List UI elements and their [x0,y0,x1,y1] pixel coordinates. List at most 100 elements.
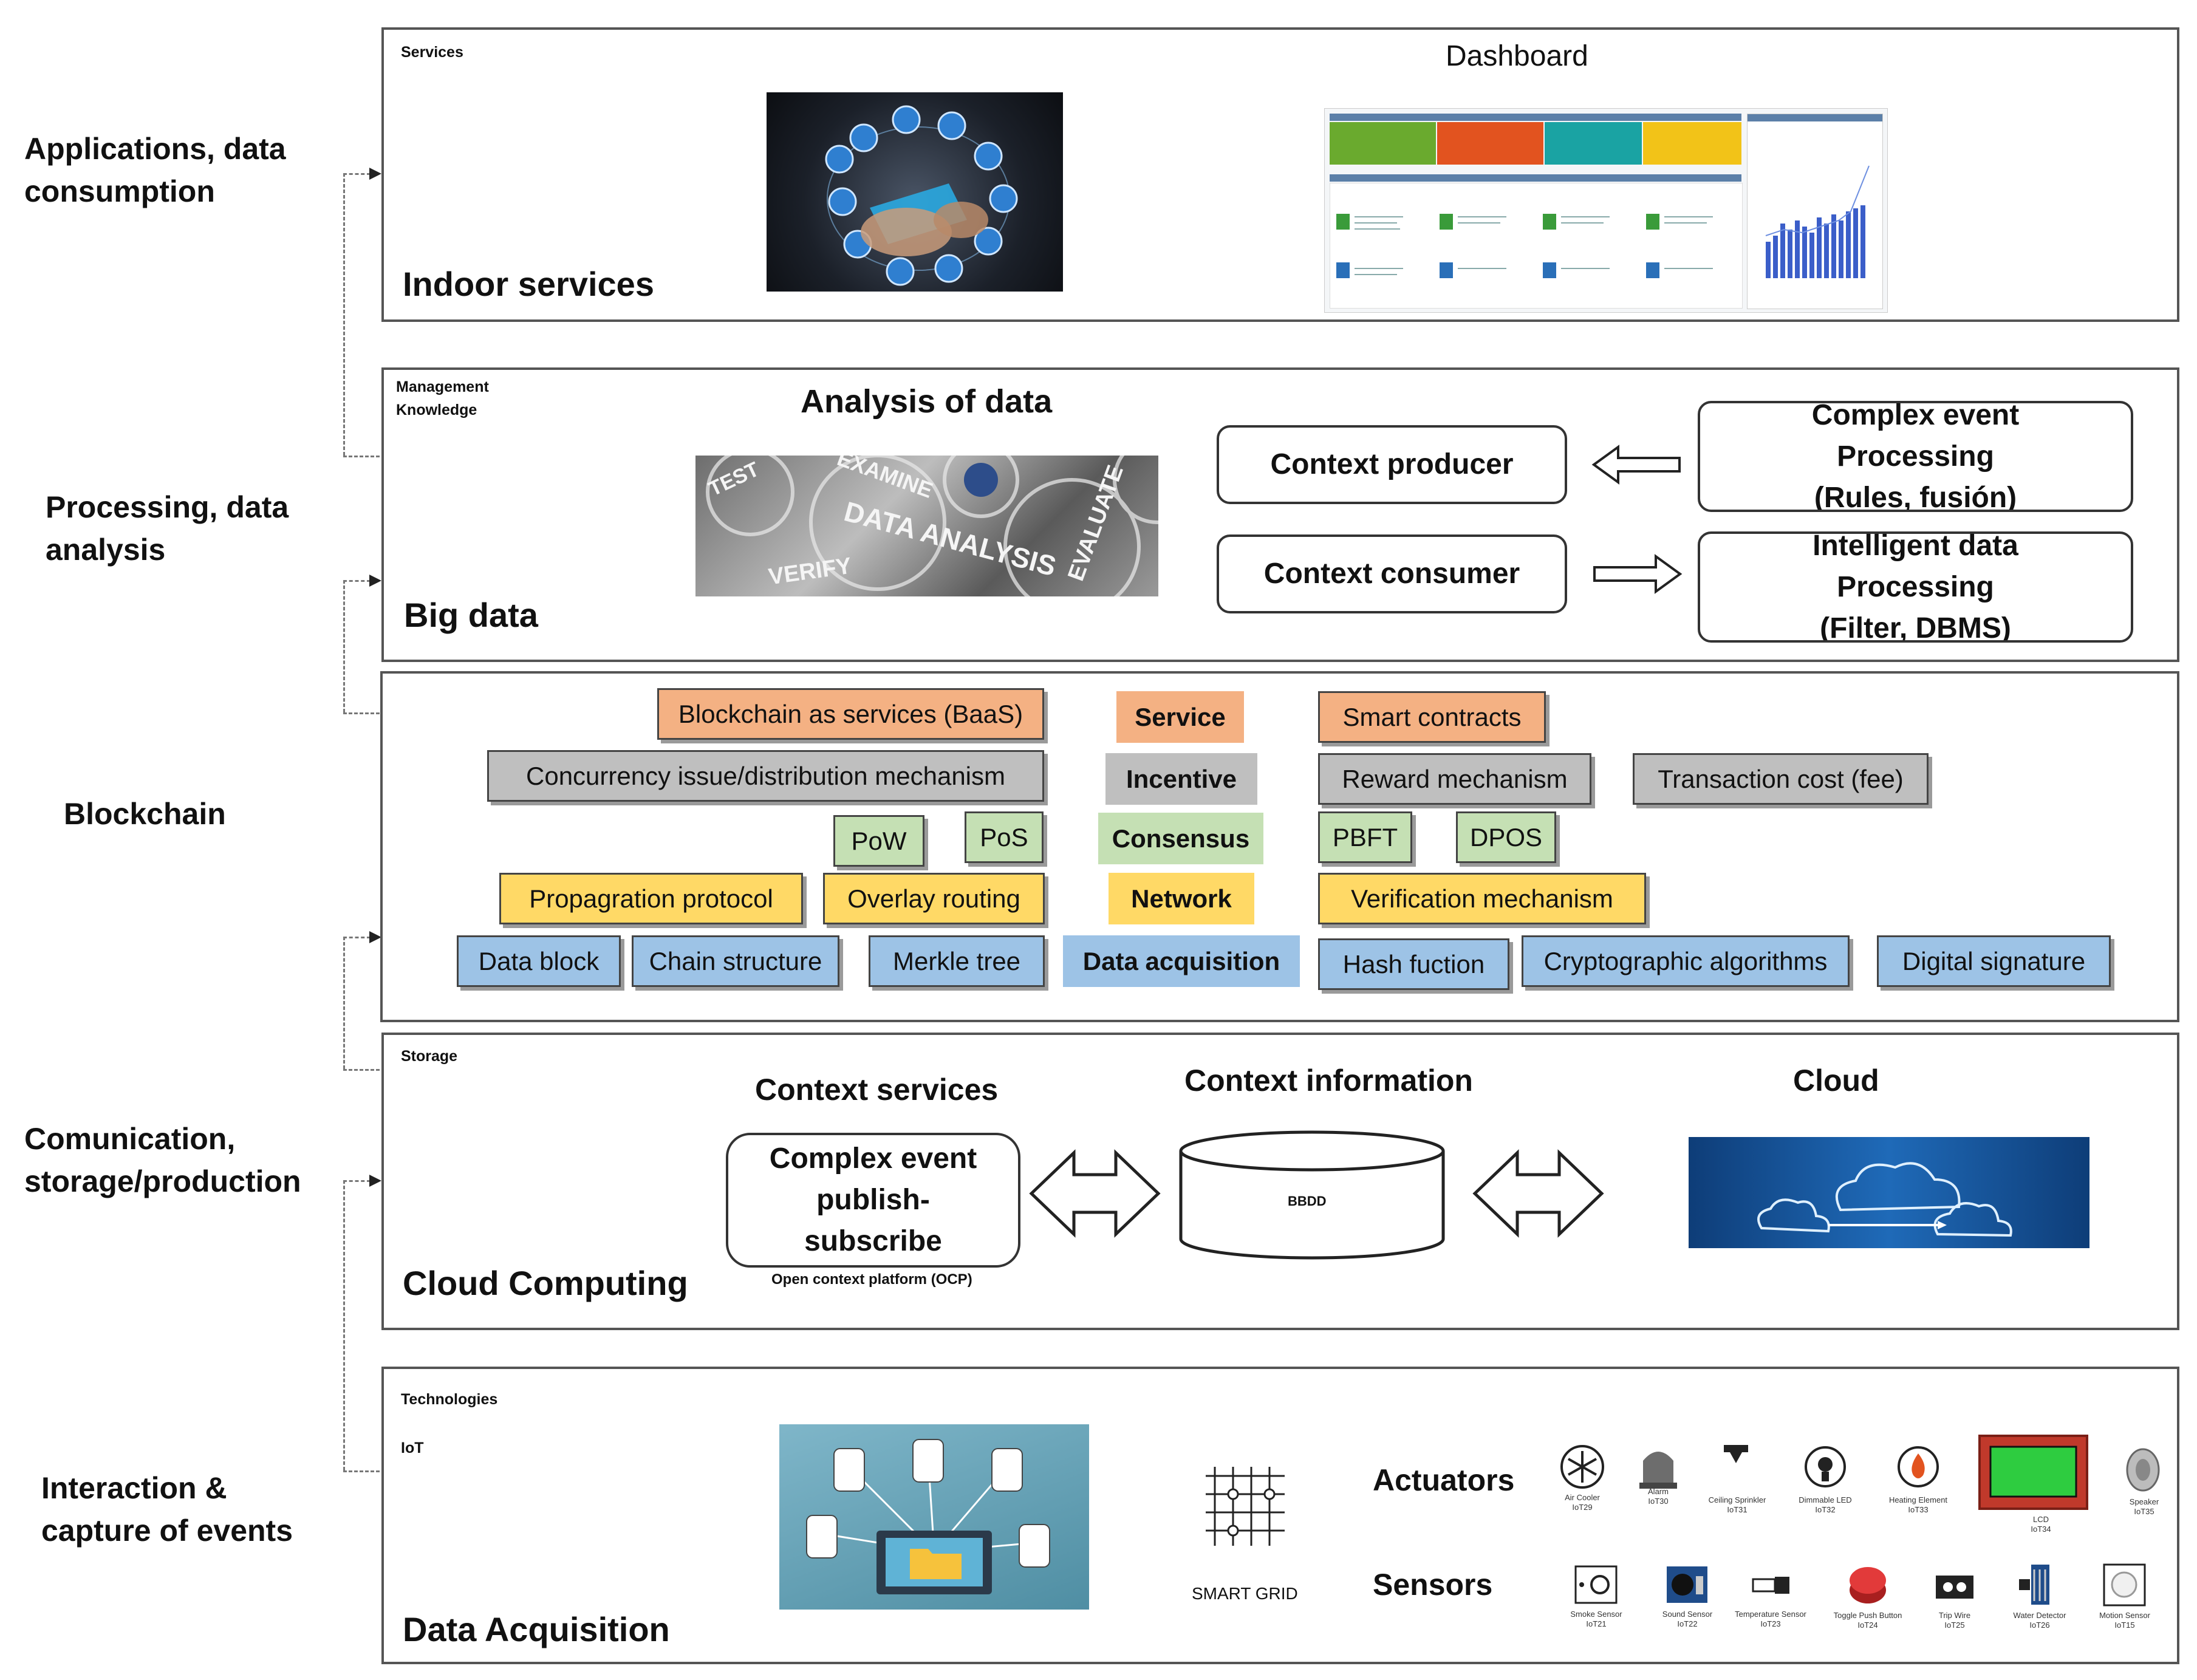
ceiling-sprinkler-label: Ceiling Sprinkler IoT31 [1708,1495,1766,1514]
dashboard-tile-teal [1545,122,1642,165]
dashboard-subbar [1330,174,1741,182]
trip-wire-icon [1936,1576,1973,1599]
consensus-chip: Consensus [1098,813,1263,864]
label-communication: Comunication, storage/production [24,1122,301,1198]
water-detector-label: Water Detector IoT26 [2013,1611,2066,1630]
dashboard-image [1324,108,1888,313]
dashboard-heading: Dashboard [1446,40,1588,72]
chain-structure-chip: Chain structure [632,935,839,987]
heating-element-icon [1898,1446,1939,1487]
analysis-heading: Analysis of data [801,383,1053,420]
context-consumer-box: Context consumer [1217,534,1567,613]
label-blockchain: Blockchain [64,797,226,831]
indoor-services-title: Indoor services [403,265,654,303]
incentive-chip: Incentive [1105,753,1257,805]
speaker-icon [2126,1448,2160,1492]
dashboard-topbar [1330,114,1741,121]
cryptographic-algorithms-chip: Cryptographic algorithms [1522,935,1850,987]
dashboard-tile-orange [1437,122,1543,165]
cloud-computing-title: Cloud Computing [403,1264,688,1302]
lcd-icon [1978,1435,2088,1510]
propagation-protocol-chip: Propagration protocol [499,873,803,924]
ceiling-sprinkler-icon [1724,1445,1748,1463]
gears-icon [706,456,1158,596]
merkle-tree-chip: Merkle tree [869,935,1045,987]
context-information-heading: Context information [1184,1064,1473,1098]
database-label: BBDD [1288,1193,1327,1209]
database-icon [1179,1130,1445,1260]
reward-mechanism-chip: Reward mechanism [1318,753,1591,805]
toggle-push-button-label: Toggle Push Button IoT24 [1833,1611,1902,1630]
air-cooler-label: Air Cooler IoT29 [1565,1493,1600,1512]
label-interaction: Interaction & capture of events [41,1471,293,1548]
air-cooler-icon [1560,1445,1604,1489]
sound-sensor-label: Sound Sensor IoT22 [1662,1610,1713,1628]
smoke-sensor-icon [1574,1565,1618,1604]
pbft-chip: PBFT [1318,811,1412,863]
technologies-tag: Technologies [401,1391,498,1408]
storage-tag: Storage [401,1048,458,1065]
overlay-routing-chip: Overlay routing [823,873,1045,924]
cloud-icon [1757,1162,2012,1237]
context-services-heading: Context services [755,1073,999,1107]
dpos-chip: DPOS [1456,811,1556,863]
alarm-icon [1639,1452,1677,1489]
dashboard-grid-icon [1336,214,1713,278]
label-applications: Applications, data consumption [24,132,286,208]
data-acquisition-chip: Data acquisition [1063,935,1300,987]
iot-tag: IoT [401,1439,424,1456]
motion-sensor-label: Motion Sensor IoT15 [2099,1611,2150,1630]
temperature-sensor-label: Temperature Sensor IoT23 [1735,1610,1806,1628]
network-chip: Network [1109,873,1254,924]
iot-data-image [779,1424,1089,1610]
complex-event-processing-box: Complex event Processing (Rules, fusión) [1698,401,2133,512]
iot-touch-icon [825,105,1018,286]
right-hollow-arrow-icon [1593,554,1683,594]
pow-chip: PoW [833,815,924,867]
intelligent-data-processing-box: Intelligent data Processing (Filter, DBM… [1698,531,2133,643]
acquisition-panel [381,1367,2179,1664]
actuators-label: Actuators [1373,1463,1515,1497]
service-chip: Service [1116,691,1244,743]
data-acquisition-title: Data Acquisition [403,1610,670,1648]
database-network-icon [806,1439,1050,1594]
temperature-sensor-icon [1752,1577,1789,1594]
trip-wire-label: Trip Wire IoT25 [1938,1611,1971,1630]
motion-sensor-icon [2103,1563,2146,1607]
dashboard-navigation-panel [1330,183,1743,309]
lcd-label: LCD IoT34 [2031,1515,2051,1534]
complex-event-pubsub-box: Complex event publish- subscribe [726,1133,1020,1268]
cloud-image [1689,1137,2089,1248]
baas-chip: Blockchain as services (BaaS) [657,688,1044,740]
smart-grid-icon [1206,1467,1285,1546]
digital-signature-chip: Digital signature [1877,935,2111,987]
double-arrow-icon [1472,1149,1604,1238]
data-block-chip: Data block [457,935,621,987]
dashboard-bar-chart [1765,165,1870,278]
ocp-label: Open context platform (OCP) [771,1271,972,1288]
double-arrow-icon [1029,1149,1161,1238]
concurrency-chip: Concurrency issue/distribution mechanism [487,750,1044,802]
dashboard-tile-yellow [1643,122,1741,165]
left-hollow-arrow-icon [1591,445,1681,485]
hash-function-chip: Hash fuction [1318,938,1509,990]
bigdata-title: Big data [404,596,538,634]
verification-mechanism-chip: Verification mechanism [1318,873,1646,924]
smart-contracts-chip: Smart contracts [1318,691,1546,743]
dashboard-chart-panel [1747,114,1883,309]
dashboard-tile-green [1330,122,1436,165]
heating-element-label: Heating Element IoT33 [1888,1495,1948,1514]
cloud-heading: Cloud [1793,1064,1879,1098]
smart-grid-label: SMART GRID [1192,1584,1298,1603]
sensors-label: Sensors [1373,1568,1493,1602]
alarm-label: Alarm IoT30 [1648,1487,1669,1506]
dimmable-led-label: Dimmable LED IoT32 [1799,1495,1852,1514]
pos-chip: PoS [965,811,1044,863]
transaction-cost-chip: Transaction cost (fee) [1633,753,1929,805]
label-processing: Processing, data analysis [46,490,289,567]
water-detector-icon [2019,1565,2049,1605]
toggle-push-button-icon [1850,1567,1886,1603]
services-tag: Services [401,44,463,61]
smoke-sensor-label: Smoke Sensor IoT21 [1570,1610,1622,1628]
speaker-label: Speaker IoT35 [2129,1497,2159,1516]
